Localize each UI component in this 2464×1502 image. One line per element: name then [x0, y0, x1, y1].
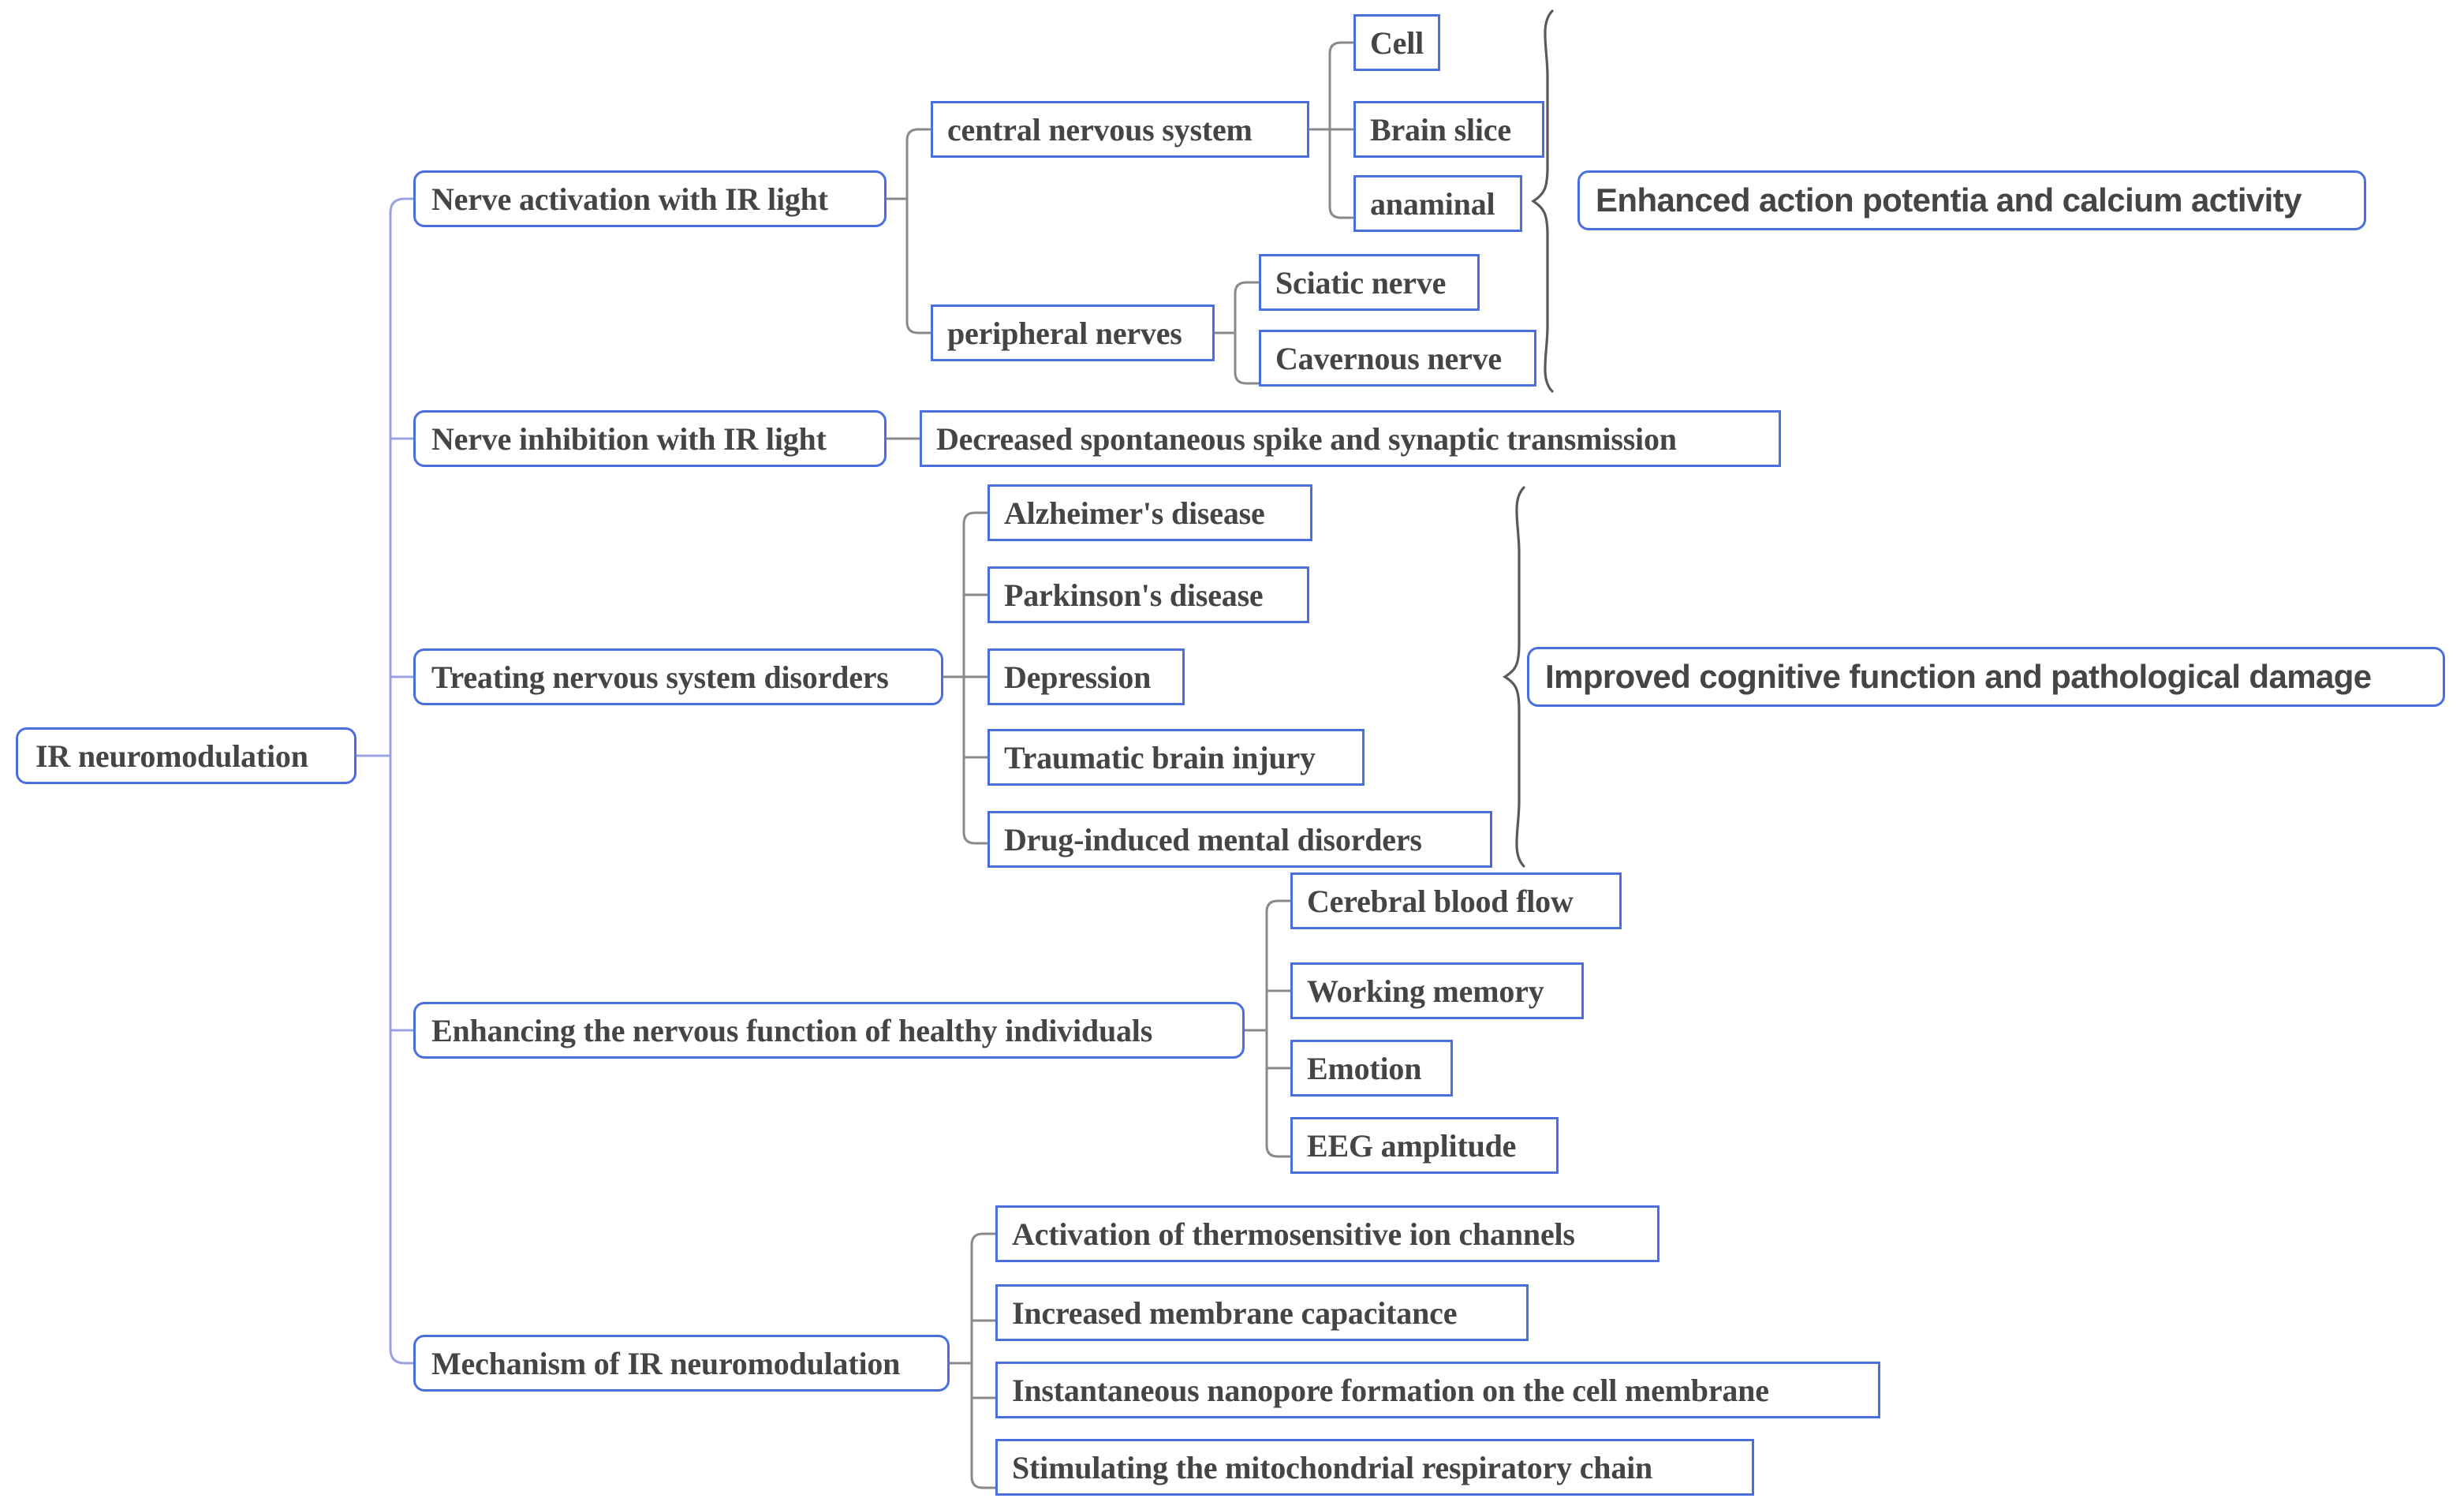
- node-mitochondrial-respiratory-chain[interactable]: Stimulating the mitochondrial respirator…: [995, 1439, 1754, 1496]
- node-brain-slice-label: Brain slice: [1370, 111, 1511, 148]
- node-emotion-label: Emotion: [1307, 1050, 1422, 1086]
- wire-cns-to-anaminal: [1328, 206, 1353, 219]
- node-central-nervous-system[interactable]: central nervous system: [931, 101, 1309, 158]
- node-anaminal-label: anaminal: [1370, 185, 1495, 222]
- node-nerve-activation-label: Nerve activation with IR light: [431, 181, 828, 217]
- node-thermosensitive-ion-channels-label: Activation of thermosensitive ion channe…: [1012, 1216, 1575, 1252]
- brace-improved-cognitive-function: [1503, 486, 1525, 868]
- node-cerebral-blood-flow[interactable]: Cerebral blood flow: [1290, 872, 1622, 929]
- wire-eh-to-eeg: [1265, 1145, 1290, 1158]
- node-traumatic-brain-injury-label: Traumatic brain injury: [1004, 739, 1316, 775]
- node-working-memory-label: Working memory: [1307, 973, 1544, 1009]
- node-nerve-inhibition-label: Nerve inhibition with IR light: [431, 420, 827, 457]
- wire-na-to-periph: [905, 321, 931, 334]
- node-cavernous-nerve[interactable]: Cavernous nerve: [1259, 330, 1536, 387]
- node-enhanced-action-potentia[interactable]: Enhanced action potentia and calcium act…: [1577, 170, 2366, 230]
- wire-na-to-cns: [905, 128, 931, 141]
- node-peripheral-nerves[interactable]: peripheral nerves: [931, 305, 1215, 361]
- node-cell-label: Cell: [1370, 24, 1424, 61]
- node-eeg-amplitude[interactable]: EEG amplitude: [1290, 1117, 1559, 1174]
- node-improved-cognitive-function-label: Improved cognitive function and patholog…: [1545, 658, 2372, 695]
- branch-mechanism-connectors: [950, 1232, 995, 1489]
- node-eeg-amplitude-label: EEG amplitude: [1307, 1127, 1517, 1164]
- node-working-memory[interactable]: Working memory: [1290, 962, 1584, 1019]
- node-emotion[interactable]: Emotion: [1290, 1040, 1453, 1097]
- node-parkinsons-disease[interactable]: Parkinson's disease: [987, 566, 1309, 623]
- node-traumatic-brain-injury[interactable]: Traumatic brain injury: [987, 729, 1365, 786]
- node-brain-slice[interactable]: Brain slice: [1353, 101, 1544, 158]
- branch-peripheral-connectors: [1215, 281, 1259, 385]
- node-enhancing-healthy-label: Enhancing the nervous function of health…: [431, 1012, 1153, 1048]
- root-node[interactable]: IR neuromodulation: [16, 727, 357, 784]
- node-depression-label: Depression: [1004, 659, 1152, 695]
- node-treating-disorders-label: Treating nervous system disorders: [431, 659, 889, 695]
- root-elbow-nerve-activation: [389, 197, 413, 214]
- node-nerve-activation[interactable]: Nerve activation with IR light: [413, 170, 887, 227]
- wire-mech-to-mito: [970, 1476, 995, 1489]
- node-mitochondrial-respiratory-chain-label: Stimulating the mitochondrial respirator…: [1012, 1449, 1653, 1485]
- node-nanopore-formation-label: Instantaneous nanopore formation on the …: [1012, 1372, 1769, 1408]
- node-enhancing-healthy[interactable]: Enhancing the nervous function of health…: [413, 1002, 1245, 1059]
- branch-nerve-activation-connectors: [887, 128, 931, 334]
- branch-enhancing-connectors: [1245, 899, 1290, 1158]
- node-nanopore-formation[interactable]: Instantaneous nanopore formation on the …: [995, 1362, 1880, 1418]
- wire-td-to-alz: [962, 511, 987, 525]
- branch-treating-connectors: [943, 511, 987, 845]
- node-thermosensitive-ion-channels[interactable]: Activation of thermosensitive ion channe…: [995, 1205, 1659, 1262]
- node-central-nervous-system-label: central nervous system: [947, 111, 1253, 148]
- node-improved-cognitive-function[interactable]: Improved cognitive function and patholog…: [1527, 647, 2445, 707]
- node-mechanism-label: Mechanism of IR neuromodulation: [431, 1345, 901, 1381]
- node-peripheral-nerves-label: peripheral nerves: [947, 315, 1182, 351]
- node-decreased-spike[interactable]: Decreased spontaneous spike and synaptic…: [920, 410, 1781, 467]
- node-cerebral-blood-flow-label: Cerebral blood flow: [1307, 883, 1574, 919]
- node-sciatic-nerve[interactable]: Sciatic nerve: [1259, 254, 1480, 311]
- root-node-label: IR neuromodulation: [35, 738, 308, 774]
- node-decreased-spike-label: Decreased spontaneous spike and synaptic…: [936, 420, 1677, 457]
- node-enhanced-action-potentia-label: Enhanced action potentia and calcium act…: [1596, 181, 2302, 219]
- node-cavernous-nerve-label: Cavernous nerve: [1275, 340, 1502, 376]
- wire-pn-to-sciatic: [1234, 281, 1259, 294]
- node-cell[interactable]: Cell: [1353, 14, 1440, 71]
- wire-eh-to-cbf: [1265, 899, 1290, 913]
- root-connectors: [357, 197, 413, 1365]
- node-drug-induced-mental-disorders[interactable]: Drug-induced mental disorders: [987, 811, 1492, 868]
- node-anaminal[interactable]: anaminal: [1353, 175, 1522, 232]
- node-membrane-capacitance[interactable]: Increased membrane capacitance: [995, 1284, 1529, 1341]
- root-elbow-mechanism: [389, 1348, 413, 1365]
- node-alzheimers-disease-label: Alzheimer's disease: [1004, 495, 1265, 531]
- node-treating-disorders[interactable]: Treating nervous system disorders: [413, 648, 943, 705]
- node-drug-induced-mental-disorders-label: Drug-induced mental disorders: [1004, 821, 1422, 857]
- node-alzheimers-disease[interactable]: Alzheimer's disease: [987, 484, 1312, 541]
- wire-pn-to-cavernous: [1234, 372, 1259, 385]
- node-nerve-inhibition[interactable]: Nerve inhibition with IR light: [413, 410, 887, 467]
- node-mechanism[interactable]: Mechanism of IR neuromodulation: [413, 1335, 950, 1392]
- wire-mech-to-ion: [970, 1232, 995, 1246]
- node-depression[interactable]: Depression: [987, 648, 1185, 705]
- wire-cns-to-cell: [1328, 41, 1353, 54]
- wire-td-to-drug: [962, 831, 987, 845]
- node-parkinsons-disease-label: Parkinson's disease: [1004, 577, 1264, 613]
- node-sciatic-nerve-label: Sciatic nerve: [1275, 264, 1447, 301]
- branch-cns-connectors: [1309, 41, 1353, 219]
- node-membrane-capacitance-label: Increased membrane capacitance: [1012, 1295, 1458, 1331]
